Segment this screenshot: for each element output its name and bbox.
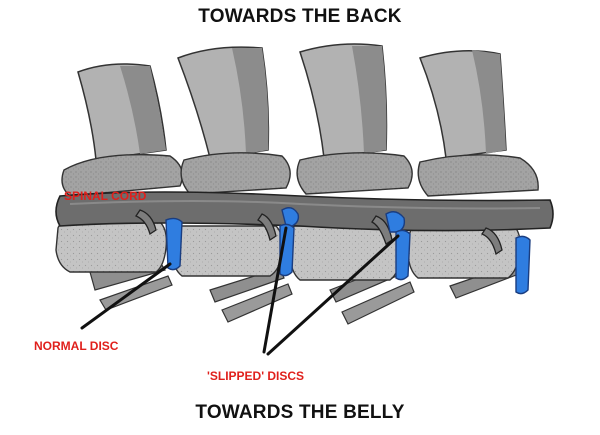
rib-6 [341, 281, 415, 325]
nerve-root-2 [257, 213, 277, 242]
spinous-process-4-shade [472, 50, 506, 154]
spinous-process-1-shade [120, 66, 166, 154]
slipped-disc-2 [395, 229, 411, 281]
nerve-root-1 [135, 209, 157, 236]
slipped-discs-label: 'SLIPPED' DISCS [207, 369, 305, 383]
slipped-disc-1-protrusion [281, 207, 300, 227]
spinous-process-2-shade [232, 48, 269, 154]
spinal-cord-highlight [69, 200, 541, 210]
arch-2 [180, 152, 291, 195]
spinous-process-3-shade [352, 46, 387, 154]
nerve-root-3 [371, 215, 393, 246]
slipped-disc-2-protrusion [385, 211, 406, 233]
spinal-cord-label: SPINAL CORD [64, 189, 147, 203]
nerve-roots [135, 209, 503, 256]
vertebra-body-2 [171, 225, 284, 277]
pointer-lines [80, 226, 400, 356]
slipped-disc-pointer-1 [262, 226, 288, 354]
normal-disc-label: NORMAL DISC [34, 339, 119, 353]
slipped-disc-pointer-2 [266, 234, 400, 356]
arch-1 [61, 153, 184, 197]
arch-4 [417, 154, 539, 197]
bottom-orientation-label: TOWARDS THE BELLY [195, 402, 405, 423]
vertebral-arches [61, 152, 539, 197]
normal-disc-pointer [80, 262, 172, 330]
disc-4 [515, 235, 531, 295]
normal-disc [165, 217, 183, 271]
nerve-root-4 [481, 227, 503, 256]
arch-3 [296, 152, 413, 195]
spinous-processes [77, 43, 507, 161]
top-orientation-label: TOWARDS THE BACK [198, 6, 402, 27]
vertebra-body-4 [407, 223, 522, 279]
